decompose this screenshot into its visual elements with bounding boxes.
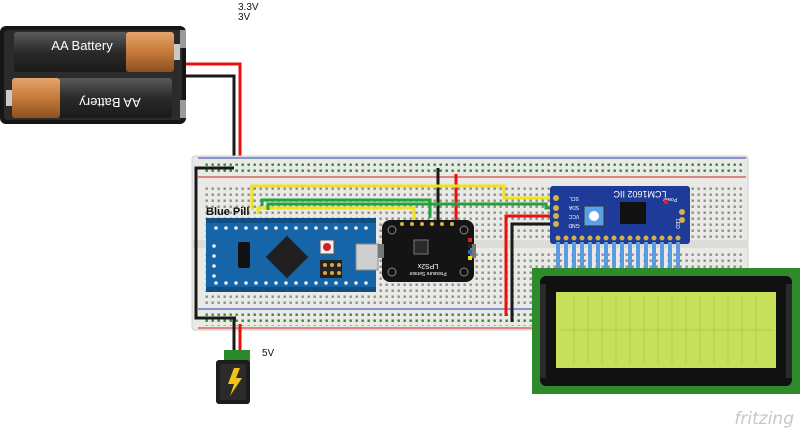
voltage-5v-label: 5V — [262, 348, 275, 359]
lcd-pin-gnd-label: GND — [568, 222, 580, 228]
battery-pack: AA Battery AA Battery — [0, 26, 186, 124]
voltage-3-3v-label: 3.3V — [238, 2, 259, 13]
lcd-connector-pins — [556, 242, 680, 276]
battery-1: AA Battery — [14, 32, 180, 72]
battery-1-label: AA Battery — [51, 38, 113, 53]
lcd-led-label: LED — [674, 219, 680, 229]
lcd-pin-scl-label: SCL — [569, 195, 579, 201]
mcu-chip — [265, 235, 309, 279]
lcd-power-label: Power — [663, 196, 678, 202]
usb-port — [355, 243, 379, 271]
power-bolt-icon — [228, 368, 242, 396]
sensor-sub-label: Pressure Sensor — [409, 270, 447, 276]
lcd-module-label: LCM1602 IIC — [613, 189, 667, 199]
signal-wires — [194, 166, 556, 352]
pressure-sensor: LPS2x Pressure Sensor — [378, 220, 476, 282]
fritzing-watermark: fritzing — [734, 409, 794, 429]
blue-pill-board: Blue Pill — [206, 206, 379, 292]
lcd-pin-vcc-label: VCC — [568, 213, 579, 219]
lcd-display — [532, 268, 800, 394]
sensor-name-label: LPS2x — [417, 262, 438, 269]
board-name-label: Blue Pill — [206, 206, 249, 218]
lcd-i2c-module: LCM1602 IIC Power LED SCL SDA VCC GND — [550, 186, 690, 244]
voltage-3v-label: 3V — [238, 12, 251, 23]
battery-2-label: AA Battery — [79, 95, 141, 110]
battery-2: AA Battery — [6, 78, 172, 118]
lcd-pin-sda-label: SDA — [568, 204, 579, 210]
power-jack — [216, 350, 250, 404]
battery-wires — [186, 62, 242, 168]
